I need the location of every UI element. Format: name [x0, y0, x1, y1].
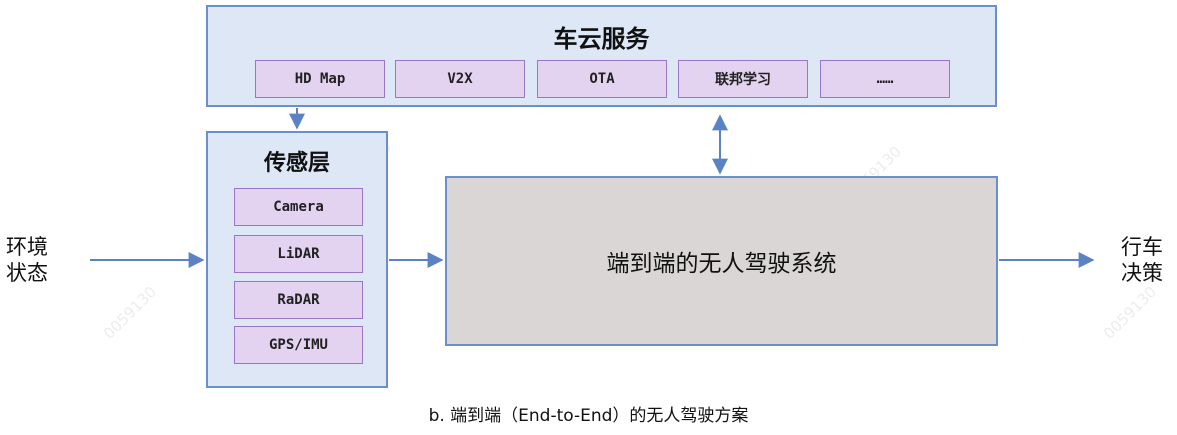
sensing-layer-title: 传感层 [263, 151, 330, 176]
output-label-line-2: 决策 [1121, 261, 1163, 285]
cloud-services-panel: 车云服务 HD Map V2X OTA 联邦学习 …… [206, 5, 997, 107]
output-label-line-1: 行车 [1121, 235, 1163, 259]
input-label: 环境 状态 [2, 234, 52, 286]
cloud-services-title: 车云服务 [553, 25, 650, 53]
end-to-end-system-label: 端到端的无人驾驶系统 [606, 251, 837, 277]
cloud-item-ota: OTA [537, 60, 667, 98]
cloud-item-hd-map: HD Map [255, 60, 385, 98]
sensor-gps-imu: GPS/IMU [234, 326, 363, 364]
sensor-radar: RaDAR [234, 281, 363, 319]
output-label: 行车 决策 [1117, 234, 1167, 286]
cloud-item-more: …… [820, 60, 950, 98]
sensor-camera: Camera [234, 188, 363, 226]
sensing-layer-panel: 传感层 Camera LiDAR RaDAR GPS/IMU [206, 131, 388, 388]
sensor-lidar: LiDAR [234, 235, 363, 273]
end-to-end-system-box: 端到端的无人驾驶系统 [445, 176, 998, 346]
input-label-line-2: 状态 [6, 261, 48, 285]
cloud-item-federated-learning: 联邦学习 [678, 60, 808, 98]
cloud-item-v2x: V2X [395, 60, 525, 98]
figure-caption: b. 端到端（End-to-End）的无人驾驶方案 [428, 406, 749, 426]
input-label-line-1: 环境 [6, 235, 48, 259]
